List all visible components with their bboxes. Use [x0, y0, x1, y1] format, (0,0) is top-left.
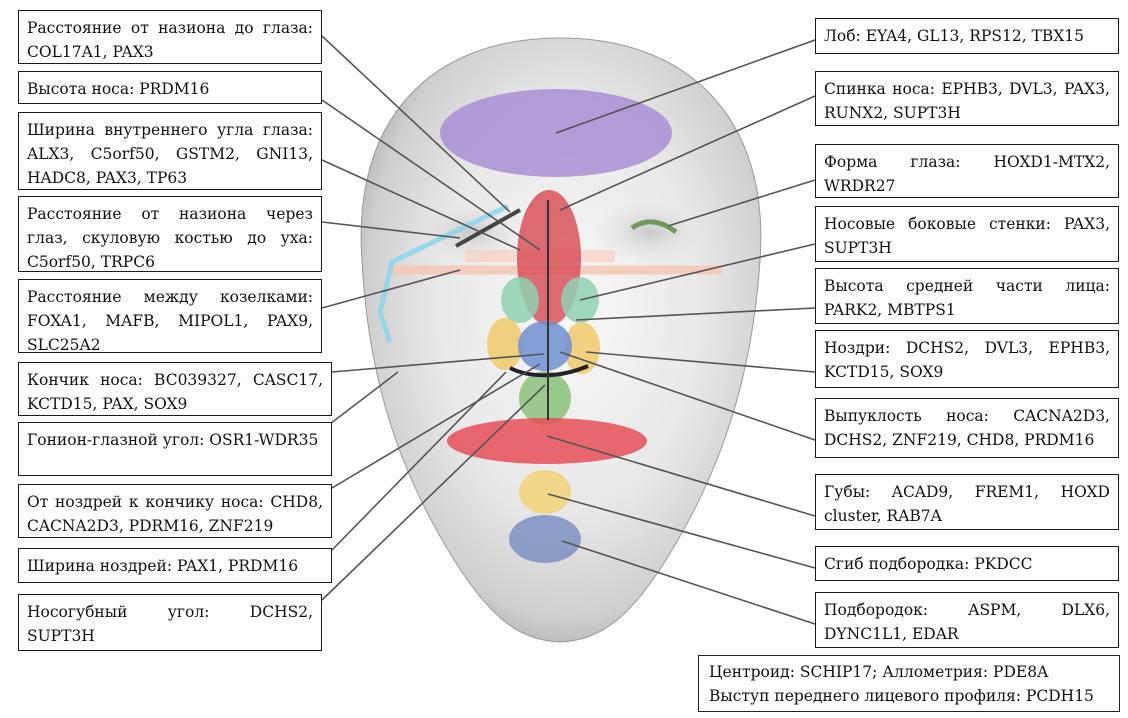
leader-line: [555, 39, 816, 134]
cheekbone-line: [377, 203, 510, 343]
label-eye-shape: Форма глаза: HOXD1-MTX2, WRDR27: [815, 144, 1119, 198]
label-nasolabial-angle: Носогубный угол: DCHS2, SUPT3H: [18, 594, 322, 651]
leader-line: [546, 435, 816, 517]
nasal-side-left: [501, 277, 539, 323]
leader-line: [321, 371, 399, 431]
leader-line: [547, 493, 816, 569]
nostril-left: [487, 318, 523, 370]
label-nasal-side-walls: Носовые боковые стенки: PAX3, SUPT3H: [815, 206, 1119, 262]
nostril-right: [564, 322, 600, 374]
left-eye-socket: [408, 198, 532, 266]
label-inner-eye-width: Ширина внутреннего угла глаза: ALX3, C5o…: [18, 112, 322, 190]
label-nasion-to-eye: Расстояние от назиона до глаза: COL17A1,…: [18, 10, 322, 64]
chin-region: [509, 515, 581, 563]
label-nasion-eye-zygoma-ear: Расстояние от назиона через глаз, скулов…: [18, 196, 322, 272]
leader-line: [559, 351, 816, 441]
facial-profile-text: Выступ переднего лицевого профиля: PCDH1…: [709, 687, 1094, 705]
leader-line: [321, 221, 461, 239]
label-forehead: Лоб: EYA4, GL13, RPS12, TBX15: [815, 18, 1119, 54]
inner-eye-width-line: [455, 208, 521, 248]
label-nose-bridge: Спинка носа: EPHB3, DVL3, PAX3, RUNX2, S…: [815, 71, 1119, 126]
leader-line: [585, 351, 816, 373]
lips-region: [447, 418, 647, 464]
centroid-allometry-text: Центроид: SCHIP17; Аллометрия: PDE8A: [709, 663, 1049, 681]
leader-line: [321, 269, 461, 309]
leader-line: [321, 99, 541, 251]
leader-lines: [321, 35, 816, 625]
leader-line: [331, 353, 545, 373]
leader-line: [331, 363, 541, 489]
label-nose-convexity: Выпуклость носа: CACNA2D3, DCHS2, ZNF219…: [815, 398, 1119, 458]
label-nose-height: Высота носа: PRDM16: [18, 71, 322, 104]
leader-line: [561, 540, 816, 625]
nose-underside: [509, 364, 589, 378]
philtrum-region: [519, 371, 571, 425]
label-chin-fold: Сгиб подбородка: PKDCC: [815, 546, 1119, 581]
leader-line: [559, 95, 816, 211]
leader-line: [667, 179, 816, 227]
leader-line: [321, 35, 511, 213]
label-nose-tip: Кончик носа: BC039327, CASC17, KCTD15, P…: [18, 362, 332, 416]
eye-shape-arc: [630, 219, 678, 235]
label-centroid-allometry: Центроид: SCHIP17; Аллометрия: PDE8A Выс…: [698, 655, 1120, 712]
leader-line: [321, 384, 546, 601]
leader-line: [575, 307, 816, 321]
right-eye-socket: [588, 198, 712, 266]
label-chin: Подбородок: ASPM, DLX6, DYNC1L1, EDAR: [815, 592, 1119, 648]
nose-tip-region: [518, 321, 572, 371]
label-lips: Губы: ACAD9, FREM1, HOXD cluster, RAB7A: [815, 474, 1119, 530]
leader-line: [331, 371, 507, 551]
label-nostril-width: Ширина ноздрей: PAX1, PRDM16: [18, 548, 332, 583]
label-nostrils: Ноздри: DCHS2, DVL3, EPHB3, KCTD15, SOX9: [815, 330, 1119, 388]
label-nostrils-to-nose-tip: От ноздрей к кончику носа: CHD8, CACNA2D…: [18, 484, 332, 538]
leader-line: [579, 243, 816, 301]
label-gonion-eye-angle: Гонион-глазной угол: OSR1-WDR35: [18, 422, 332, 476]
leader-line: [321, 159, 521, 251]
label-tragion-distance: Расстояние между козелками: FOXA1, MAFB,…: [18, 279, 322, 354]
chin-fold-region: [519, 470, 571, 514]
label-midface-height: Высота средней части лица: PARK2, MBTPS1: [815, 268, 1119, 324]
